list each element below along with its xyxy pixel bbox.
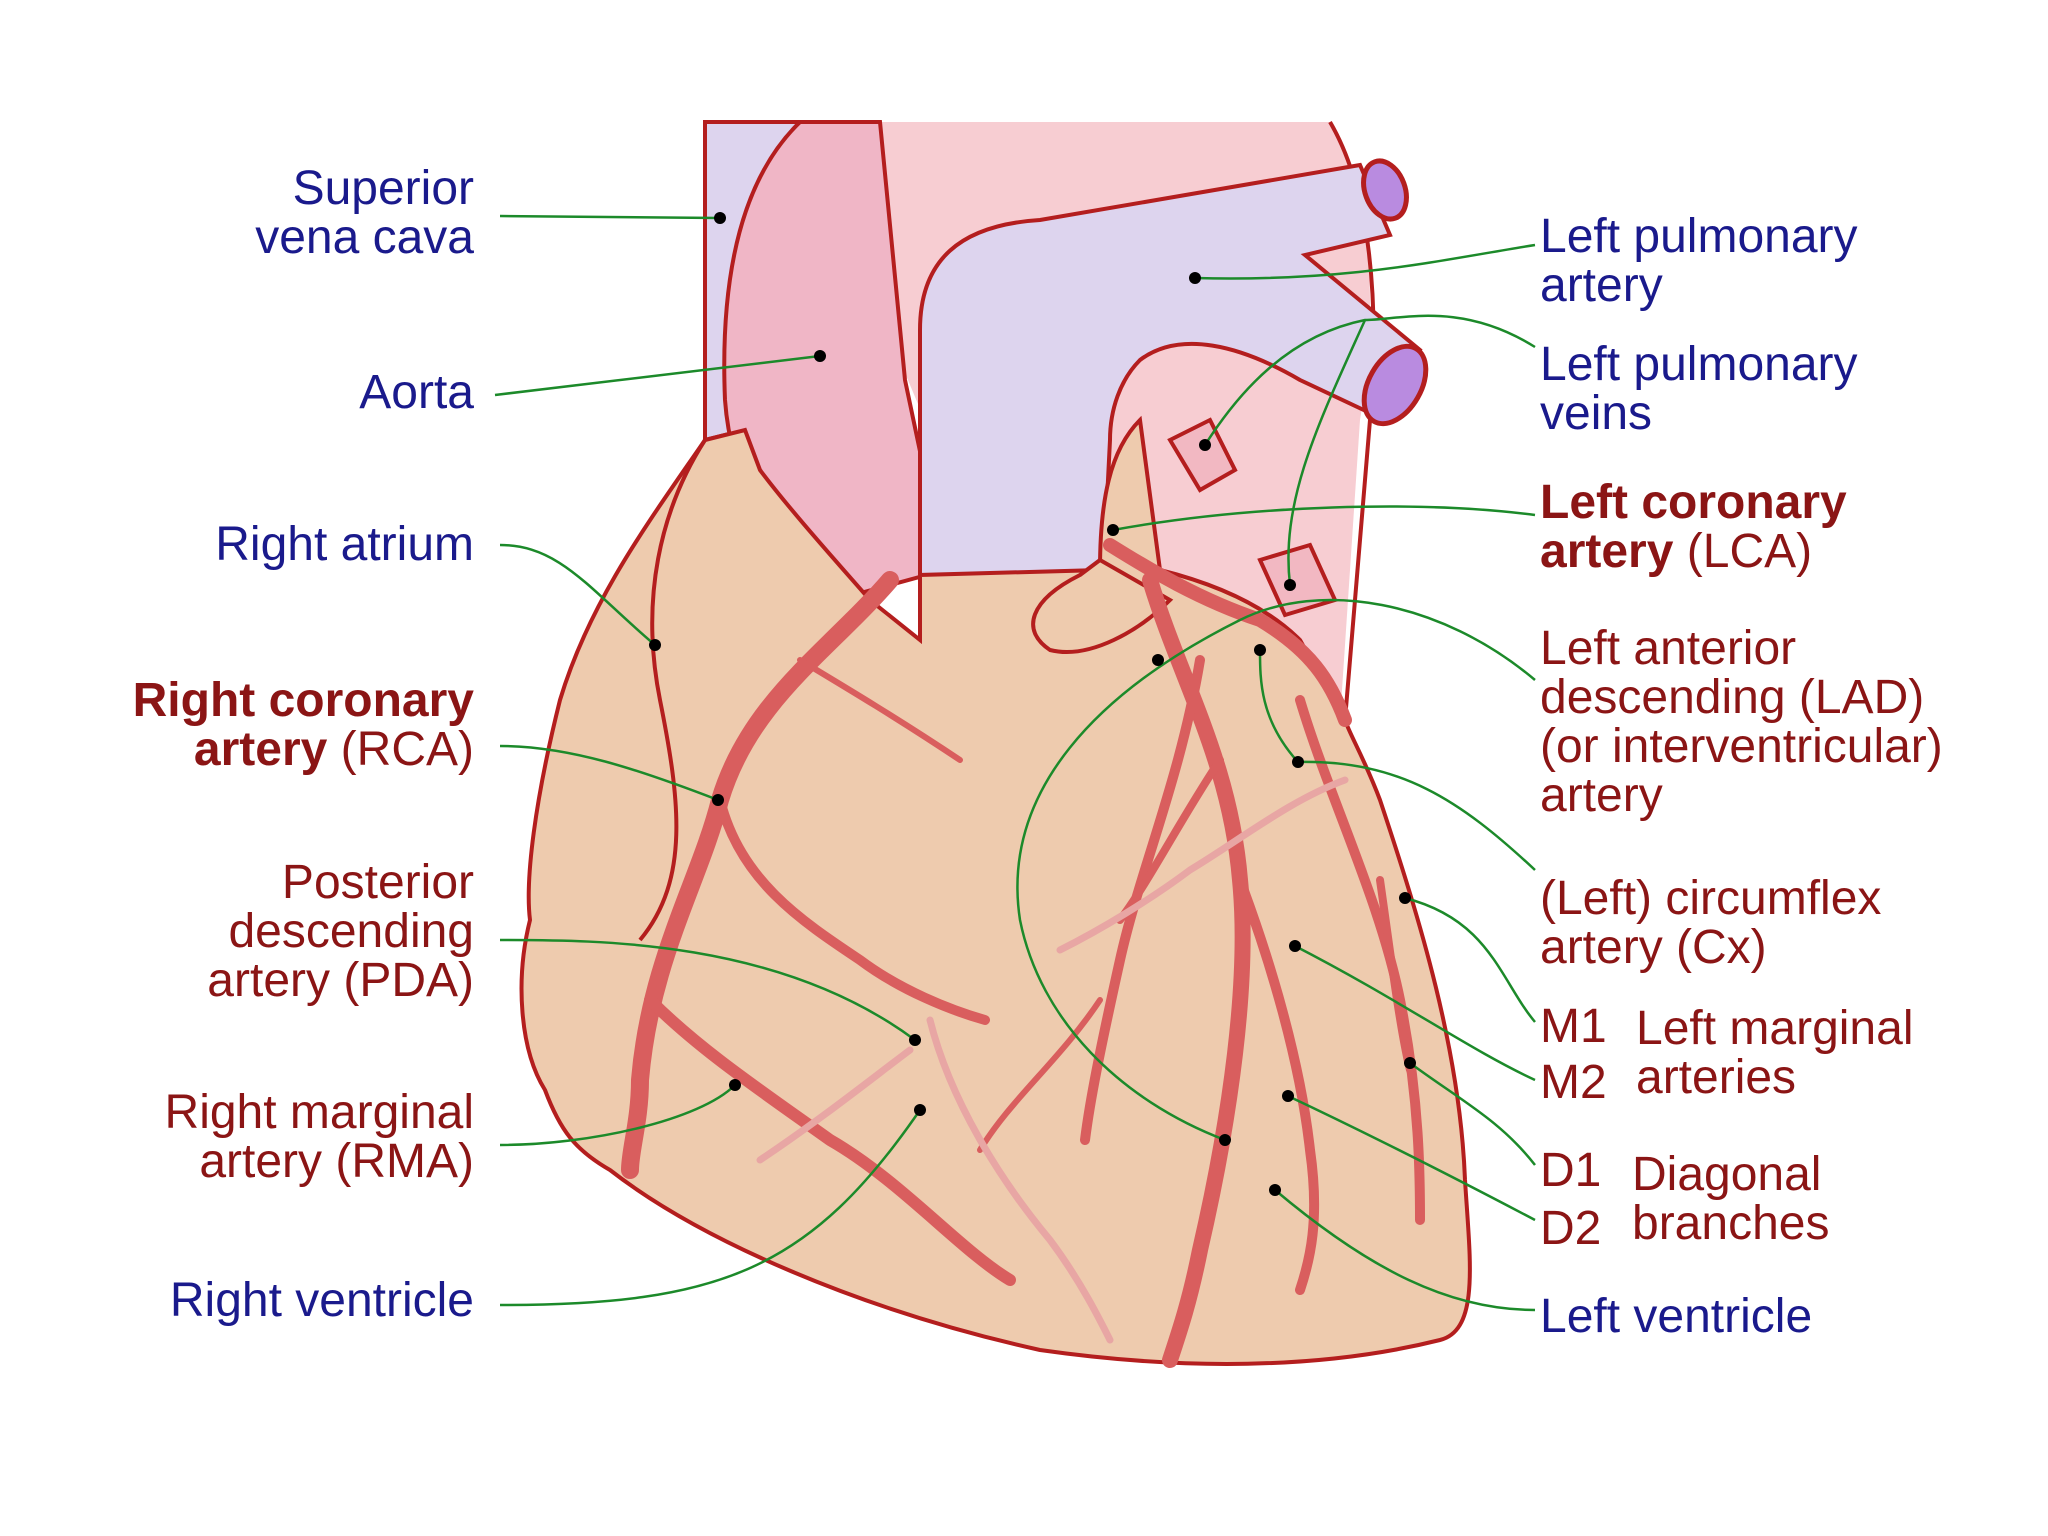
leader-dots: [649, 212, 1416, 1196]
right-atrium-border: [638, 438, 707, 942]
label-left-pulmonary-artery: Left pulmonary artery: [1540, 210, 1858, 312]
leader-lines: [494, 214, 1536, 1312]
label-left-ventricle: Left ventricle: [1540, 1290, 1813, 1343]
left-atrial-appendage: [1031, 557, 1174, 654]
label-d1: D1: [1540, 1144, 1602, 1197]
label-right-coronary-artery: Right coronary artery (RCA): [132, 674, 474, 776]
label-left-pulmonary-veins: Left pulmonary veins: [1540, 338, 1858, 440]
pulmonary-artery-shape: [918, 162, 1423, 642]
label-m1: M1: [1540, 1000, 1607, 1053]
lpv-opening: [1361, 343, 1429, 427]
label-m2: M2: [1540, 1056, 1607, 1109]
lpv-stub-1: [1167, 417, 1238, 493]
label-superior-vena-cava: Superior vena cava: [255, 162, 474, 264]
label-d2: D2: [1540, 1202, 1602, 1255]
label-left-coronary-artery: Left coronary artery (LCA): [1540, 476, 1847, 578]
label-right-atrium: Right atrium: [215, 518, 474, 571]
label-right-marginal-artery: Right marginal artery (RMA): [164, 1086, 474, 1188]
lpa-opening: [1361, 158, 1409, 222]
heart-body: [519, 415, 1472, 1366]
label-circumflex-artery: (Left) circumflex artery (Cx): [1540, 872, 1882, 974]
label-diagonal-branches: Diagonal branches: [1632, 1148, 1830, 1250]
label-left-anterior-descending: Left anterior descending (LAD) (or inter…: [1540, 622, 1943, 822]
label-aorta: Aorta: [359, 366, 474, 419]
label-left-marginal-arteries: Left marginal arteries: [1636, 1002, 1914, 1104]
label-right-ventricle: Right ventricle: [169, 1274, 474, 1327]
coronary-vessels: [621, 538, 1425, 1368]
faint-vessels: [756, 776, 1349, 1344]
label-posterior-descending-artery: Posterior descending artery (PDA): [207, 856, 474, 1007]
